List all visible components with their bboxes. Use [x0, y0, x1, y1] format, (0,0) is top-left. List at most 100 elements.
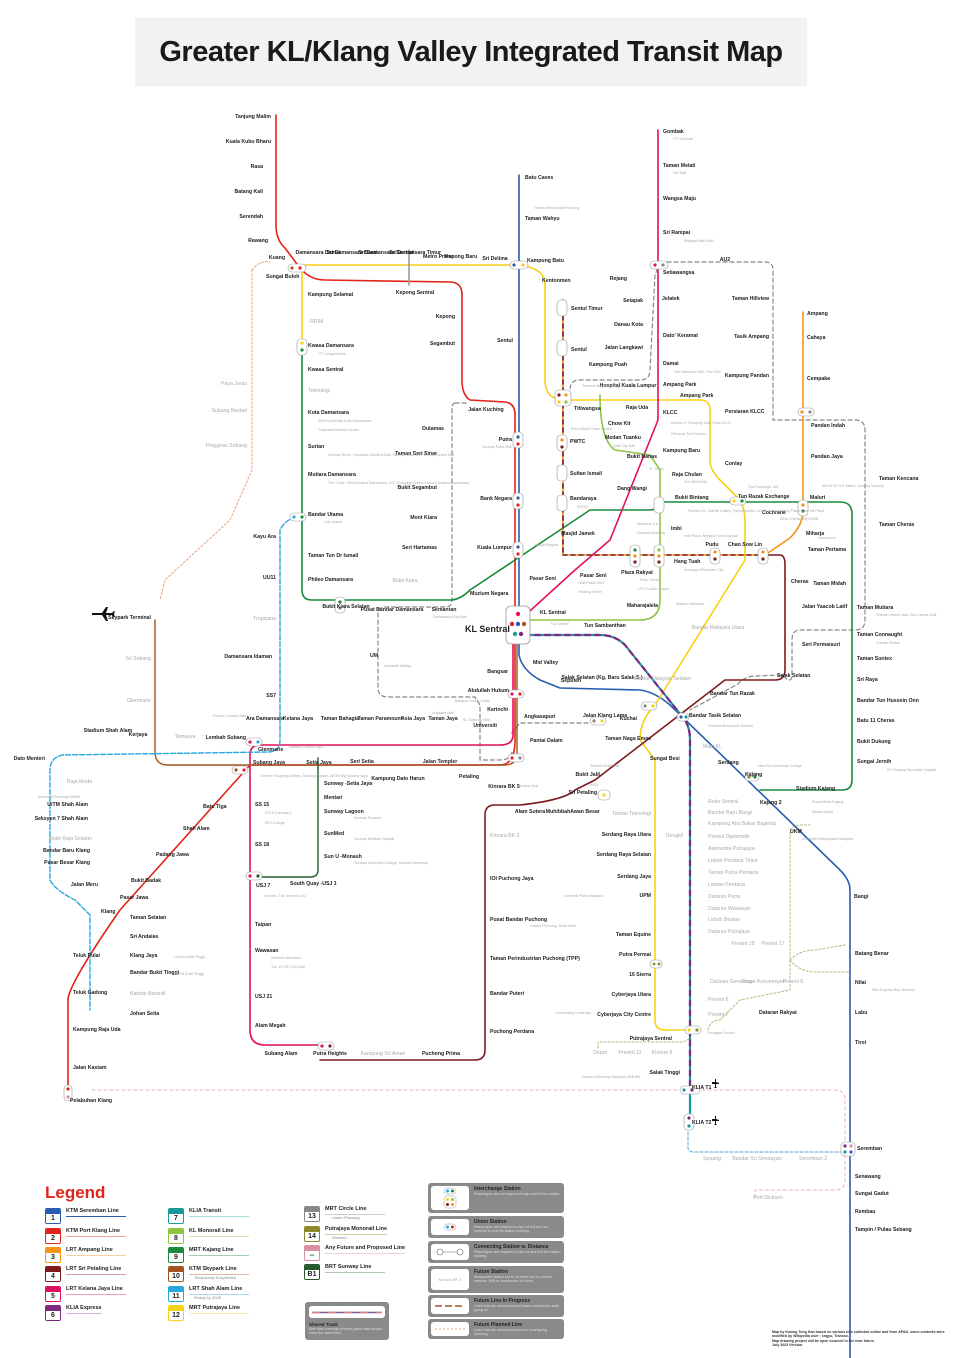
station-label: Pusat Bandar Puchong — [490, 917, 547, 923]
svg-text:Putrajaya Sentral: Putrajaya Sentral — [707, 1031, 735, 1035]
svg-text:Quill City Mall: Quill City Mall — [613, 444, 635, 448]
station-label: Bukit Kiara Selatan — [322, 604, 369, 610]
station-label: PWTC — [570, 439, 586, 445]
station-label: Petaling — [459, 774, 479, 780]
station-label: Teluk Gadong — [73, 990, 107, 996]
station-label: SunMed — [324, 831, 344, 837]
svg-text:ITT Gombak: ITT Gombak — [673, 137, 693, 141]
station-label: Kentonmen — [542, 278, 571, 284]
svg-text:Glenmarie: Glenmarie — [127, 698, 151, 704]
station-label: Kepong Sentral — [396, 290, 435, 296]
svg-text:UTC Kuala Lumpur: UTC Kuala Lumpur — [638, 587, 670, 591]
station-label: Sungai Buloh — [266, 274, 299, 280]
legend-line-14: 14 Putrajaya Monorail Line Shelved — [304, 1226, 388, 1242]
station-label: Sentul — [497, 338, 513, 344]
legend-line-2: 2 KTM Port Klang Line — [45, 1228, 126, 1244]
station-label: Bandaraya — [570, 496, 597, 502]
svg-text:Pudu Sentral: Pudu Sentral — [640, 578, 661, 582]
station-label: SS 15 — [255, 802, 269, 808]
station-label: Sunway -Setia Jaya — [324, 781, 372, 787]
station-label: Pantai Dalam — [530, 738, 563, 744]
station-label: Shah Alam — [183, 826, 210, 832]
station-label: Rejang — [610, 276, 627, 282]
station-label: Putrajaya Sentral — [630, 1036, 673, 1042]
svg-text:Presint 17: Presint 17 — [761, 941, 784, 947]
svg-text:Imbi Plaza, Berjaya Times Squa: Imbi Plaza, Berjaya Times Square — [684, 534, 738, 538]
station-label: Kajang 2 — [760, 800, 782, 806]
svg-text:Stadium Merdeka: Stadium Merdeka — [676, 602, 704, 606]
station-label: Sentul Timur — [571, 306, 603, 312]
legend-line-11: 11 LRT Shah Alam Line Ready by 2025 — [168, 1286, 249, 1302]
station-label: Segambut — [430, 341, 455, 347]
svg-text:Empire Shopping Gallery, Suban: Empire Shopping Gallery, Subang Parade, … — [261, 774, 368, 778]
station-label: Damansara Idaman — [224, 654, 272, 660]
station-label: Seputeh — [561, 678, 581, 684]
svg-text:One Utama: One Utama — [324, 520, 342, 524]
svg-text:Pinggiran Subang: Pinggiran Subang — [206, 443, 247, 449]
legend-line-future: -- Any Future and Proposed Line — [304, 1245, 406, 1261]
svg-text:Masjid Negara: Masjid Negara — [535, 543, 558, 547]
station-label: Johan Setia — [130, 1011, 159, 1017]
svg-text:Sri Subang: Sri Subang — [125, 656, 151, 662]
svg-text:Universiti Teknologi MARA: Universiti Teknologi MARA — [38, 795, 81, 799]
station-label: Seri Setia — [350, 759, 374, 765]
station-label: KLIA T1 — [692, 1085, 712, 1091]
legend-line-5: 5 LRT Kelana Jaya Line — [45, 1286, 126, 1302]
svg-text:Nilai Express Bus Terminal: Nilai Express Bus Terminal — [872, 988, 915, 992]
station-label: Taman Seri Sinar — [395, 451, 437, 457]
station-label: Bandar Tun Hussein Onn — [857, 698, 919, 704]
station-label: Gombak — [663, 129, 684, 135]
station-label: Bukit Nanas — [627, 454, 657, 460]
station-label: Bukit Segambut — [398, 485, 438, 491]
svg-text:Reko Sentral: Reko Sentral — [708, 799, 738, 805]
station-label: Asia Jaya — [401, 716, 425, 722]
station-label: Titiwangsa — [574, 406, 601, 412]
station-label: Sungai Jernih — [857, 759, 891, 765]
station-label: Kota Damansara — [308, 410, 349, 416]
svg-text:Presint 9: Presint 9 — [652, 1050, 673, 1056]
station-label: Kwasa Sentral — [308, 367, 344, 373]
station-label: Phileo Damansara — [308, 577, 353, 583]
station-label: Jalan Yaacob Latif — [802, 604, 847, 610]
station-label: Subang Jaya — [253, 760, 285, 766]
station-label: Pandan Indah — [811, 423, 845, 429]
station-label: Kuang — [269, 255, 285, 261]
svg-text:Bandar Botanik: Bandar Botanik — [130, 991, 166, 997]
station-label: Bank Negara — [480, 496, 512, 502]
station-label: Kuala Kubu Bharu — [226, 139, 271, 145]
interchange-nodes — [63, 260, 856, 1157]
svg-text:Kampung Abu Bakar Baginda: Kampung Abu Bakar Baginda — [708, 821, 776, 827]
station-label: Chow Kit — [608, 421, 631, 427]
station-label: Setiawangsa — [663, 270, 695, 276]
station-label: Rawang — [248, 238, 268, 244]
svg-text:Lotus's Puchong, Setia Walk: Lotus's Puchong, Setia Walk — [530, 924, 576, 928]
station-label: Bukit Dukung — [857, 739, 891, 745]
station-label: Jalan Kastam — [73, 1065, 107, 1071]
svg-text:Universiti Kebangsaan Malaysia: Universiti Kebangsaan Malaysia — [802, 837, 853, 841]
svg-text:NU Sentral: NU Sentral — [551, 622, 569, 626]
station-label: Taman Paramount — [358, 716, 403, 722]
svg-text:Temasya: Temasya — [175, 734, 196, 740]
station-label: Rasa — [251, 164, 264, 170]
svg-text:Taman Metropolitan Kepong: Taman Metropolitan Kepong — [534, 206, 579, 210]
station-label: Putra Permai — [619, 952, 652, 958]
airplane-icon — [92, 607, 115, 621]
svg-text:Evolve Concept Mall: Evolve Concept Mall — [213, 714, 246, 718]
station-label: Kampung Dato Harun — [371, 776, 424, 782]
station-label: Padang Jawa — [156, 852, 189, 858]
title-banner: Greater KL/Klang Valley Integrated Trans… — [135, 18, 807, 86]
station-label: Putra Heights — [313, 1051, 347, 1057]
svg-text:Laman Perdana: Laman Perdana — [708, 882, 745, 888]
station-label: Sri Damansara Sentral — [358, 250, 414, 256]
station-label: Mont Kiara — [410, 515, 437, 521]
legend-line-9: 9 MRT Kajang Line — [168, 1247, 249, 1263]
station-label: Taman Wahyu — [525, 216, 560, 222]
kl-sentral-hub[interactable]: KL Sentral — [465, 605, 531, 645]
station-label: Bukit Bintang — [675, 495, 709, 501]
svg-text:RRIM: RRIM — [310, 319, 323, 325]
station-label: Taman Bahagia — [321, 716, 359, 722]
station-label: Ara Damansara — [246, 716, 284, 722]
svg-text:ITT Sungai Buloh: ITT Sungai Buloh — [318, 352, 346, 356]
